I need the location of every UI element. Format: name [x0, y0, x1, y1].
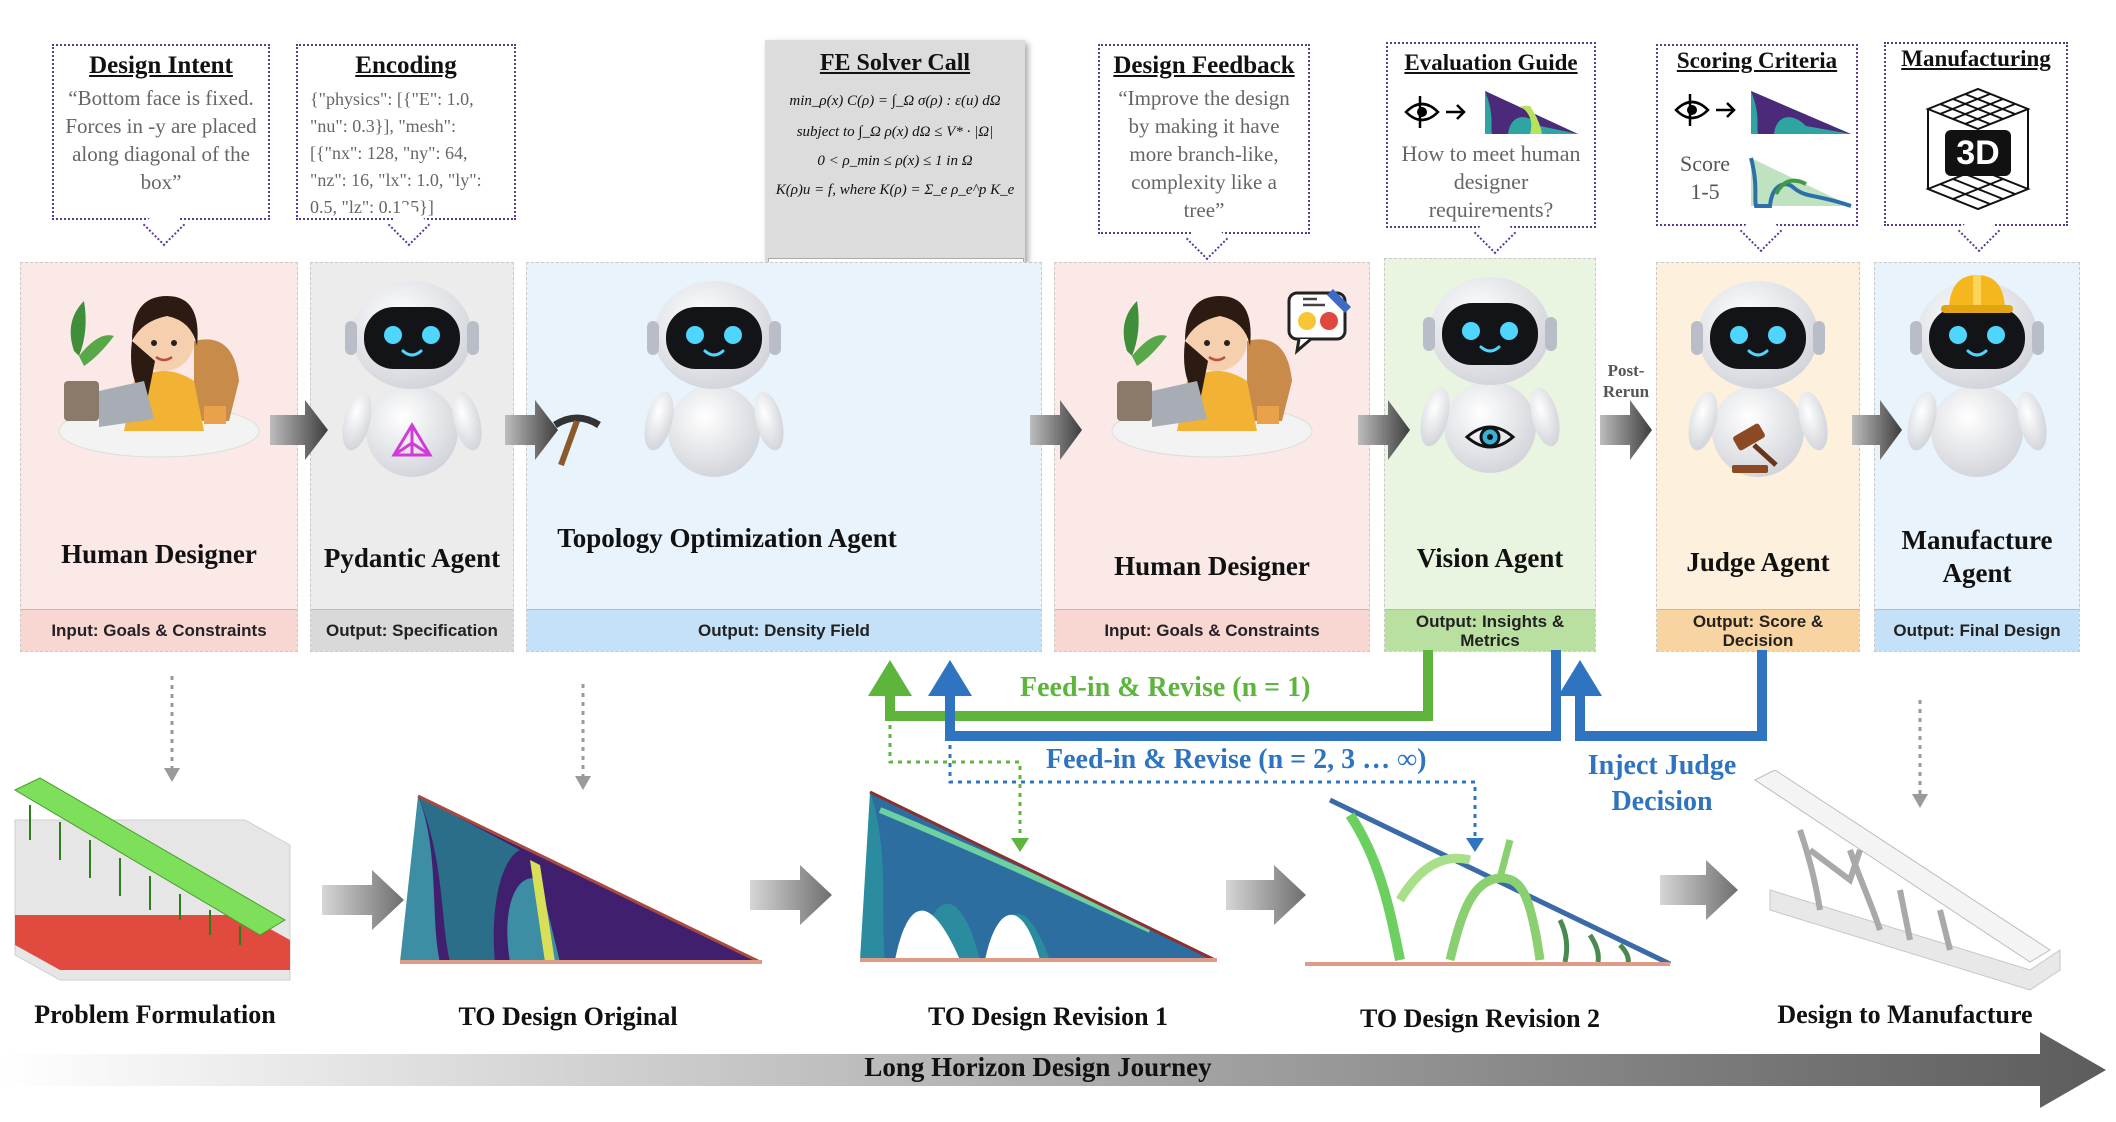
agent-panel-title: Vision Agent — [1416, 543, 1564, 573]
flow-arrow-5 — [1600, 400, 1652, 460]
agent-panel-title: Manufacture Agent — [1901, 525, 2053, 588]
score-range-text: Score 1-5 — [1679, 151, 1731, 204]
eye-arrow-icon-2 — [1674, 94, 1736, 126]
design-feedback-title: Design Feedback — [1113, 52, 1295, 79]
agent-panel-output-label: Output: Score & Decision — [1657, 609, 1859, 651]
human-designer-illustration — [21, 271, 297, 471]
pickaxe-icon — [547, 411, 607, 476]
design-intent-bubble: Design Intent “Bottom face is fixed. For… — [52, 44, 270, 247]
journey-arrow — [0, 1032, 2106, 1108]
3d-badge-text: 3D — [1956, 134, 1999, 172]
design-to-manufacture-image — [1754, 770, 2061, 991]
to-design-original-image — [400, 794, 762, 964]
scoring-criteria-bubble: Scoring Criteria Score 1-5 — [1656, 44, 1858, 253]
gavel-icon — [1726, 421, 1790, 482]
green-feedback-label: Feed-in & Revise (n = 1) — [1020, 672, 1311, 703]
to-design-revision-1-image — [860, 790, 1217, 962]
green-arrowhead — [868, 660, 912, 696]
fe-equation-1: min_ρ(x) C(ρ) = ∫_Ω σ(ρ) : ε(u) dΩ — [789, 93, 1001, 109]
agent-panel-output-label: Input: Goals & Constraints — [1055, 609, 1369, 651]
flow-arrow-2 — [505, 400, 558, 460]
stage-caption-2: TO Design Original — [458, 1002, 678, 1031]
agent-panel-output-label: Input: Goals & Constraints — [21, 609, 297, 651]
design-feedback-bubble: Design Feedback “Improve the design by m… — [1098, 44, 1310, 261]
evaluation-guide-title: Evaluation Guide — [1404, 50, 1578, 75]
stage-caption-4: TO Design Revision 2 — [1359, 1004, 1601, 1033]
scoring-thumbnail-2 — [1749, 157, 1852, 208]
evaluation-thumbnail — [1485, 91, 1578, 134]
manufacturing-title: Manufacturing — [1901, 46, 2051, 71]
judge-arrowhead — [1558, 660, 1602, 696]
post-rerun-label: Post-Rerun — [1602, 361, 1650, 401]
stage-caption-5: Design to Manufacture — [1777, 1000, 2033, 1029]
agent-panel-output-label: Output: Final Design — [1875, 609, 2079, 651]
problem-formulation-image — [13, 777, 291, 981]
agent-panel-title: Human Designer — [61, 539, 257, 569]
scoring-thumbnail-1 — [1751, 91, 1851, 134]
blue-arrowhead — [928, 660, 972, 696]
blue-feedback-label: Feed-in & Revise (n = 2, 3 … ∞) — [1046, 744, 1427, 775]
hard-hat-icon — [1937, 269, 2017, 324]
eye-arrow-icon — [1404, 96, 1466, 128]
to-design-revision-2-image — [1305, 797, 1672, 967]
flow-arrows — [270, 400, 1902, 460]
flow-arrow-1 — [270, 400, 328, 460]
manufacturing-bubble: Manufacturing 3D — [1884, 42, 2068, 253]
design-stages — [13, 770, 2061, 991]
fe-equation-3: 0 < ρ_min ≤ ρ(x) ≤ 1 in Ω — [817, 153, 973, 169]
robot-illustration — [1875, 271, 2079, 481]
judge-feedback-label: Inject Judge Decision — [1587, 750, 1737, 817]
agent-panel-output-label: Output: Density Field — [527, 609, 1041, 651]
fe-equation-4: K(ρ)u = f, where K(ρ) = Σ_e ρ_e^p K_e — [775, 182, 1015, 198]
agent-panel-title: Human Designer — [1114, 551, 1310, 581]
agent-panel-output-label: Output: Specification — [311, 609, 513, 651]
stage-caption-1: Problem Formulation — [34, 1000, 276, 1029]
feedback-emoji-icon — [1287, 289, 1351, 355]
scoring-criteria-title: Scoring Criteria — [1676, 48, 1838, 73]
encoding-bubble: Encoding {"physics": [{"E": 1.0, "nu": 0… — [296, 44, 516, 247]
flow-arrow-6 — [1852, 400, 1902, 460]
design-feedback-text: “Improve the design by making it have mo… — [1118, 86, 1290, 222]
agent-panel-output-label: Output: Insights & Metrics — [1385, 609, 1595, 651]
agent-panel-title: Judge Agent — [1686, 547, 1830, 577]
design-intent-title: Design Intent — [89, 52, 233, 79]
robot-illustration — [1385, 267, 1595, 477]
fe-solver-title: FE Solver Call — [819, 50, 971, 76]
encoding-title: Encoding — [355, 52, 457, 79]
agent-panel-title: Topology Optimization Agent — [557, 523, 897, 553]
judge-feedback-loop — [1575, 650, 1767, 741]
journey-label: Long Horizon Design Journey — [864, 1052, 1212, 1082]
stage-caption-3: TO Design Revision 1 — [927, 1002, 1169, 1031]
pyramid-icon — [390, 421, 434, 466]
robot-illustration — [387, 271, 1041, 481]
robot-illustration — [311, 271, 513, 481]
flow-arrow-3 — [1030, 400, 1082, 460]
flow-arrow-4 — [1358, 400, 1410, 460]
evaluation-guide-bubble: Evaluation Guide How to meet human desig… — [1386, 42, 1596, 255]
eye-icon — [1463, 417, 1517, 462]
agent-panel-title: Pydantic Agent — [323, 543, 501, 573]
robot-illustration — [1657, 271, 1859, 481]
human-designer-illustration — [1055, 271, 1369, 471]
design-intent-text: “Bottom face is fixed. Forces in -y are … — [65, 86, 257, 194]
3d-cube-icon: 3D — [1925, 87, 2031, 211]
fe-equation-2: subject to ∫_Ω ρ(x) dΩ ≤ V* · |Ω| — [796, 124, 994, 140]
